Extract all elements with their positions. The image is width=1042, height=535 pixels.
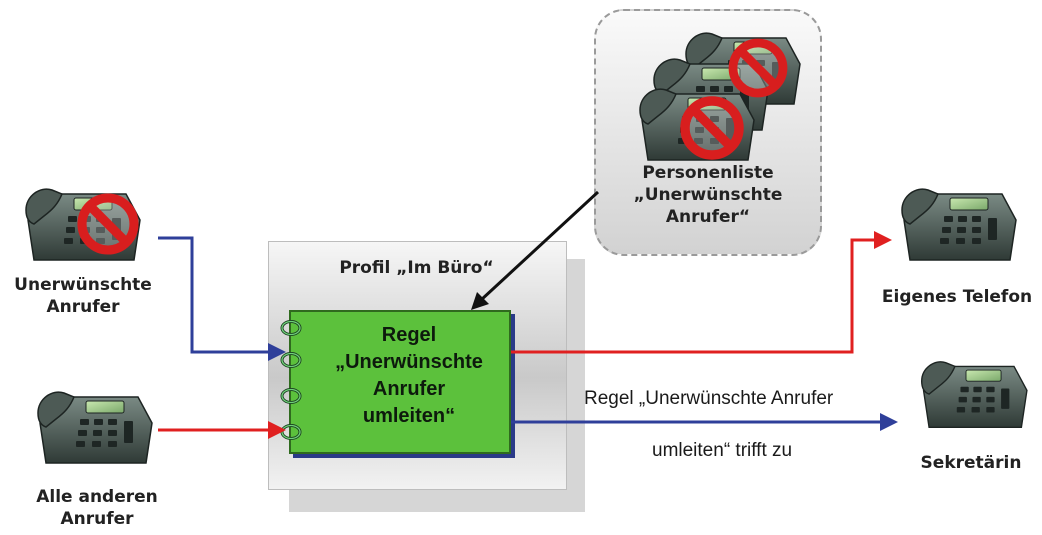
condition-text-line2: umleiten“ trifft zu bbox=[652, 440, 793, 461]
others-arrowhead bbox=[268, 421, 286, 439]
own-phone-arrowhead bbox=[874, 231, 892, 249]
secretary-arrowhead bbox=[880, 413, 898, 431]
list-arrowhead bbox=[471, 292, 489, 310]
rule-to-own-phone-arrow bbox=[511, 238, 878, 354]
unwanted-to-rule-arrow bbox=[158, 236, 270, 354]
rule-book bbox=[289, 310, 511, 454]
own-phone-label: Eigenes Telefon bbox=[881, 287, 1033, 307]
list-to-rule-arrow bbox=[479, 190, 600, 302]
secretary-label: Sekretärin bbox=[920, 453, 1022, 473]
condition-text-line1: Regel „Unerwünschte Anrufer bbox=[584, 388, 834, 409]
unwanted-arrowhead bbox=[268, 343, 286, 361]
rule-text: Regel „Unerwünschte Anrufer umleiten“ bbox=[335, 324, 483, 427]
other-caller-label: Alle anderen Anrufer bbox=[36, 487, 158, 529]
profile-title: Profil „Im Büro“ bbox=[339, 258, 494, 278]
person-list-label: Personenliste „Unerwünschte Anrufer“ bbox=[633, 163, 783, 227]
unwanted-caller-label: Unerwünschte Anrufer bbox=[14, 275, 152, 317]
